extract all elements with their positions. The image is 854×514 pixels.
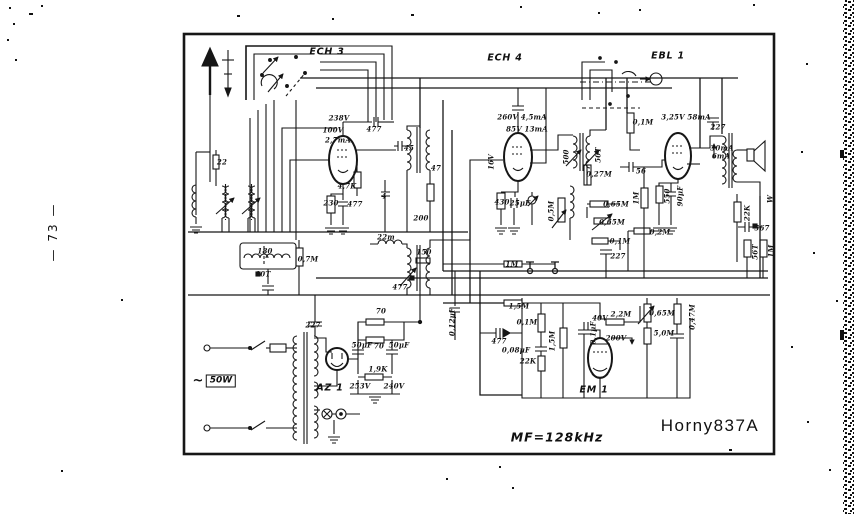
- component-label: 4,7K: [337, 181, 357, 191]
- tube-label: EM 1: [579, 384, 609, 396]
- component-label: 0,27M: [586, 169, 612, 179]
- component-label: 85V 13mA: [506, 124, 548, 134]
- component-label: 150: [416, 247, 432, 257]
- tube-label: ECH 4: [487, 52, 523, 64]
- em1-tube: [587, 322, 613, 398]
- component-label: 6mA: [711, 151, 731, 161]
- band-switch-section: [245, 45, 393, 240]
- tube-label: ECH 3: [309, 46, 345, 58]
- mains-power-rating: 50W: [205, 374, 237, 388]
- component-label: 430: [494, 197, 510, 207]
- component-label: 227: [610, 251, 626, 261]
- component-label: 0,65M: [649, 308, 675, 318]
- component-label: 477: [366, 124, 382, 134]
- component-label: 16V: [486, 154, 496, 170]
- tube-label: AZ 1: [316, 382, 344, 394]
- component-label: 90μF: [675, 185, 685, 207]
- component-label: 45: [403, 143, 415, 153]
- component-label: 10T: [255, 269, 271, 279]
- ech3-tube: [324, 117, 396, 235]
- component-label: 22m: [377, 232, 395, 242]
- component-label: 477: [491, 336, 507, 346]
- component-label: 0,1M: [609, 236, 631, 246]
- component-label: 1,9K: [368, 364, 388, 374]
- component-label: 30mA: [710, 143, 734, 153]
- component-label: 238V: [328, 113, 350, 123]
- component-label: 477: [347, 199, 363, 209]
- component-label: 0,1M: [632, 117, 654, 127]
- component-label: 2,2M: [610, 309, 632, 319]
- component-label: 1M: [631, 191, 641, 205]
- component-label: 22K: [742, 204, 752, 222]
- component-label: 3,25V 58mA: [661, 112, 711, 122]
- component-label: 22: [216, 157, 228, 167]
- component-label: 200: [413, 213, 429, 223]
- component-label: 260V 4,5mA: [497, 112, 547, 122]
- component-label: 100V: [322, 125, 344, 135]
- component-label: 25μF: [509, 198, 531, 208]
- page-frame: [182, 32, 776, 456]
- if-transformer-1: [370, 125, 503, 295]
- ebl1-grid-network: [620, 112, 679, 278]
- component-label: 5,0M: [653, 328, 675, 338]
- component-label: 230: [323, 198, 339, 208]
- component-label: 0,08μF: [501, 345, 531, 355]
- component-label: 0,2M: [649, 227, 671, 237]
- component-label: 47: [430, 163, 442, 173]
- component-label: 0,47M: [687, 304, 697, 330]
- component-label: 227: [305, 320, 321, 330]
- component-label: 50μF: [351, 340, 373, 350]
- component-label: 0,5M: [546, 200, 556, 222]
- component-label: 227: [710, 122, 726, 132]
- component-label: 240V: [383, 381, 405, 391]
- component-label: W: [765, 194, 775, 204]
- ac-mains-symbol: ~: [192, 373, 204, 389]
- ebl1-tube: [664, 132, 722, 180]
- power-supply: [203, 271, 423, 444]
- ech4-tube: [494, 88, 573, 235]
- input-coils: [189, 150, 304, 295]
- component-label: 0,65M: [603, 199, 629, 209]
- component-label: 1,5M: [547, 330, 557, 352]
- component-label: 477: [392, 282, 408, 292]
- component-label: 70: [373, 341, 385, 351]
- component-label: 1M: [505, 259, 519, 269]
- component-label: 0,12μF: [447, 307, 457, 337]
- tube-label: EBL 1: [651, 50, 685, 62]
- avc-em1-section: [443, 260, 691, 399]
- component-label: 1,5M: [508, 301, 530, 311]
- component-label: 56: [635, 166, 647, 176]
- component-label: 56T: [750, 244, 760, 260]
- component-label: 70: [375, 306, 387, 316]
- component-label: 2,7mA: [324, 135, 352, 145]
- component-label: 567: [754, 223, 770, 233]
- component-label: 4: [381, 191, 387, 201]
- component-label: 50T: [593, 147, 603, 163]
- component-label: 0,7M: [297, 254, 319, 264]
- component-label: 1M: [766, 244, 776, 258]
- if-frequency-label: MF=128kHz: [510, 429, 604, 445]
- component-label: 22K: [519, 356, 537, 366]
- component-label: 0,1μF: [588, 321, 598, 345]
- component-label: 40V: [592, 313, 608, 323]
- tuning-switch-upper-mid: [580, 56, 663, 109]
- component-label: 0,1M: [516, 317, 538, 327]
- output-transformer-speaker: [707, 117, 768, 278]
- component-label: 0,65M: [599, 217, 625, 227]
- bus-wires: [188, 77, 770, 396]
- component-label: 253V: [349, 381, 371, 391]
- component-label: 180: [257, 246, 273, 256]
- component-label: 550: [662, 188, 672, 204]
- scan-noise: [7, 0, 854, 514]
- if-transformer-2-detector: [551, 129, 621, 278]
- component-label: 200V: [605, 333, 627, 343]
- model-name: Horny837A: [660, 416, 760, 435]
- component-label: 500: [561, 149, 571, 165]
- antenna-symbol: [195, 46, 234, 215]
- page-number: — 73 —: [46, 202, 60, 262]
- component-label: 50μF: [388, 340, 410, 350]
